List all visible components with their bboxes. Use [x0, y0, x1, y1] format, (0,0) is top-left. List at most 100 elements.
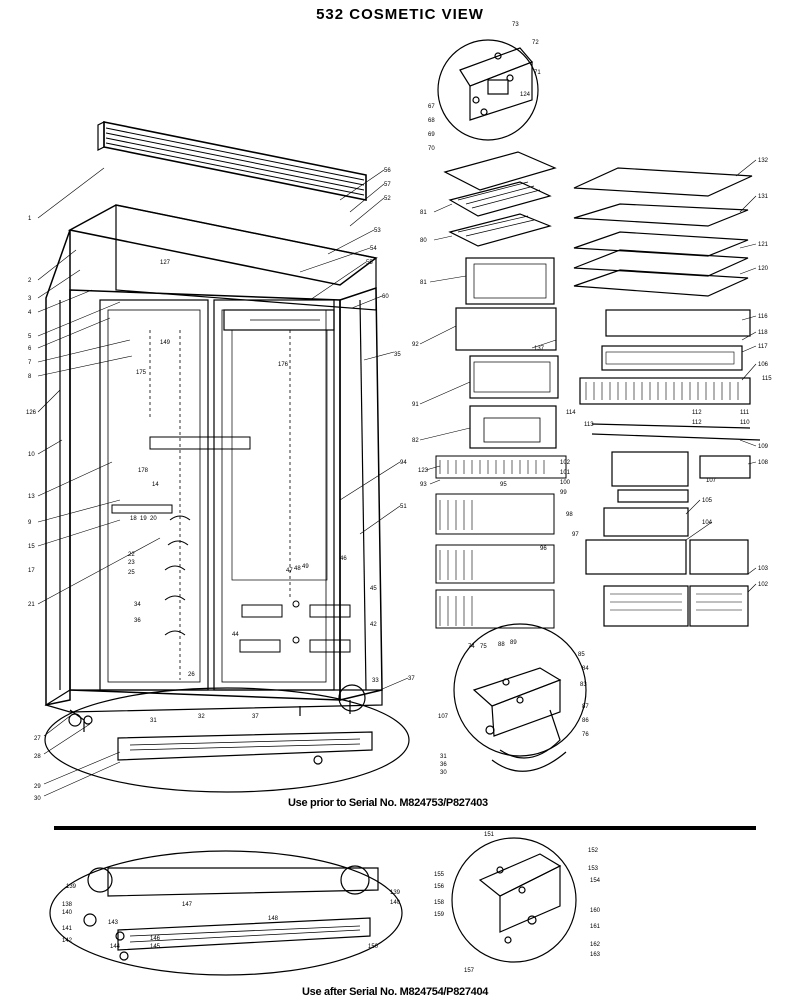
svg-text:138: 138: [62, 902, 73, 908]
svg-text:156: 156: [434, 884, 445, 890]
svg-text:37: 37: [408, 676, 415, 682]
svg-text:93: 93: [420, 482, 427, 488]
svg-text:137: 137: [534, 346, 545, 352]
svg-text:57: 57: [384, 182, 391, 188]
svg-text:70: 70: [428, 146, 435, 152]
svg-text:18: 18: [130, 516, 137, 522]
svg-text:71: 71: [534, 70, 541, 76]
svg-text:96: 96: [540, 546, 547, 552]
svg-text:7: 7: [28, 360, 32, 366]
svg-text:53: 53: [374, 228, 381, 234]
svg-text:153: 153: [588, 866, 599, 872]
svg-text:140: 140: [62, 910, 73, 916]
svg-text:94: 94: [400, 460, 407, 466]
svg-text:75: 75: [480, 644, 487, 650]
cabinet-body: [44, 204, 383, 713]
svg-text:103: 103: [758, 566, 769, 572]
freezer-shelves: [435, 151, 567, 629]
svg-text:161: 161: [590, 924, 601, 930]
svg-text:81: 81: [420, 280, 427, 286]
svg-text:83: 83: [580, 682, 587, 688]
svg-text:4: 4: [28, 310, 32, 316]
svg-text:45: 45: [370, 586, 377, 592]
svg-text:104: 104: [702, 520, 713, 526]
svg-text:13: 13: [28, 494, 35, 500]
svg-text:155: 155: [434, 872, 445, 878]
svg-text:124: 124: [520, 92, 531, 98]
svg-text:105: 105: [702, 498, 713, 504]
svg-text:109: 109: [758, 444, 769, 450]
serial-caption-after: Use after Serial No. M824754/P827404: [302, 986, 489, 998]
fresh-food-shelves: [573, 167, 761, 627]
svg-text:115: 115: [762, 376, 772, 382]
svg-text:107: 107: [706, 478, 717, 484]
svg-text:106: 106: [758, 362, 769, 368]
svg-text:147: 147: [182, 902, 193, 908]
section-divider: [54, 826, 756, 830]
svg-text:149: 149: [160, 340, 171, 346]
svg-text:37: 37: [252, 714, 259, 720]
hinge-detail-middle: [453, 623, 587, 772]
svg-text:10: 10: [28, 452, 35, 458]
svg-text:51: 51: [400, 504, 407, 510]
svg-text:56: 56: [384, 168, 391, 174]
svg-text:72: 72: [532, 40, 539, 46]
svg-text:9: 9: [28, 520, 32, 526]
svg-text:140: 140: [390, 900, 401, 906]
svg-text:162: 162: [590, 942, 601, 948]
svg-text:158: 158: [434, 900, 445, 906]
svg-text:87: 87: [582, 704, 589, 710]
svg-text:142: 142: [62, 938, 73, 944]
svg-text:146: 146: [150, 936, 161, 942]
svg-text:69: 69: [428, 132, 435, 138]
svg-text:30: 30: [34, 796, 41, 802]
svg-text:123: 123: [418, 468, 429, 474]
svg-text:44: 44: [232, 632, 239, 638]
svg-text:175: 175: [136, 370, 147, 376]
svg-text:49: 49: [302, 564, 309, 570]
svg-text:99: 99: [560, 490, 567, 496]
svg-text:35: 35: [394, 352, 401, 358]
base-detail-oval-bottom: [49, 850, 403, 976]
svg-text:21: 21: [28, 602, 35, 608]
svg-text:110: 110: [740, 420, 750, 426]
svg-text:157: 157: [464, 968, 475, 974]
svg-text:89: 89: [510, 640, 517, 646]
svg-text:85: 85: [578, 652, 585, 658]
svg-text:92: 92: [412, 342, 419, 348]
svg-text:97: 97: [572, 532, 579, 538]
svg-text:76: 76: [582, 732, 589, 738]
svg-text:31: 31: [440, 754, 447, 760]
svg-text:5: 5: [28, 334, 32, 340]
svg-text:98: 98: [566, 512, 573, 518]
svg-text:126: 126: [26, 410, 37, 416]
svg-text:127: 127: [160, 260, 171, 266]
svg-text:32: 32: [198, 714, 205, 720]
svg-text:143: 143: [108, 920, 119, 926]
svg-text:46: 46: [340, 556, 347, 562]
svg-text:95: 95: [500, 482, 507, 488]
svg-text:81: 81: [420, 210, 427, 216]
page-title: 532 COSMETIC VIEW: [316, 6, 484, 23]
svg-text:2: 2: [28, 278, 32, 284]
svg-text:151: 151: [484, 832, 495, 838]
svg-text:88: 88: [498, 642, 505, 648]
svg-text:118: 118: [758, 330, 768, 336]
svg-text:114: 114: [566, 410, 576, 416]
svg-text:141: 141: [62, 926, 73, 932]
svg-text:91: 91: [412, 402, 419, 408]
svg-text:102: 102: [758, 582, 769, 588]
part-number-labels: 1 2 3 4 5 6 7 8 126 10 13 9 15 17 21 27 …: [26, 22, 772, 974]
svg-text:54: 54: [370, 246, 377, 252]
svg-text:30: 30: [440, 770, 447, 776]
svg-text:67: 67: [428, 104, 435, 110]
svg-text:101: 101: [560, 470, 571, 476]
svg-text:112: 112: [692, 420, 702, 426]
svg-text:19: 19: [140, 516, 147, 522]
svg-text:102: 102: [560, 460, 571, 466]
svg-text:26: 26: [188, 672, 195, 678]
svg-text:73: 73: [512, 22, 519, 28]
svg-text:55: 55: [366, 260, 373, 266]
svg-text:23: 23: [128, 560, 135, 566]
